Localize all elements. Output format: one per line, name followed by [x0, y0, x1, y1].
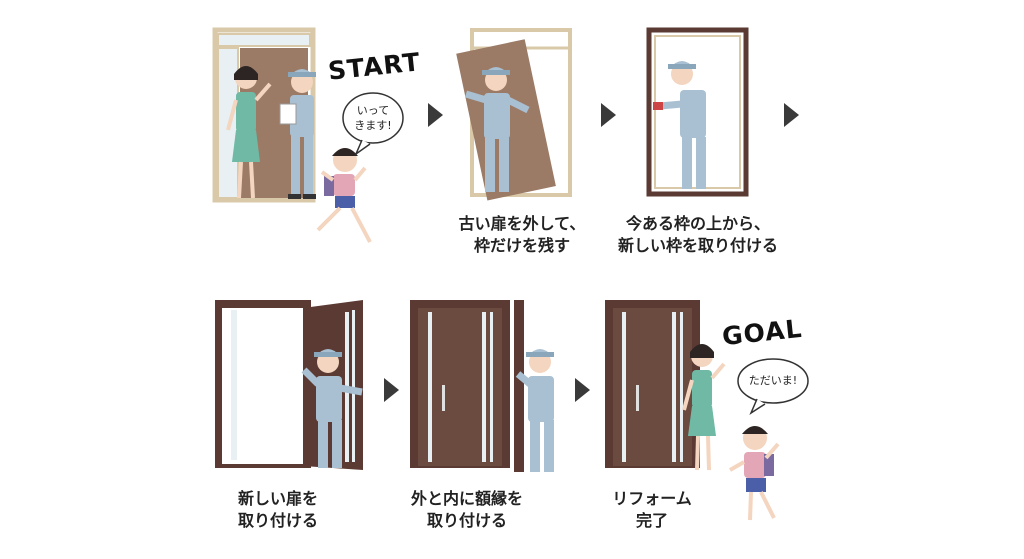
old-door-transom [217, 33, 311, 47]
caption-line: 新しい枠を取り付ける [617, 236, 778, 255]
worker-installing-door [301, 349, 363, 468]
bubble-start-line-1: いって [356, 104, 390, 117]
caption-line: 取り付ける [426, 511, 507, 530]
speech-bubble-start [342, 92, 404, 157]
speech-bubble-start-text: いって きます! [347, 103, 399, 133]
arrow-right-icon [601, 103, 616, 127]
step-caption-casing: 外と内に額縁を 取り付ける [397, 488, 537, 532]
speech-bubble-goal-text: ただいま! [748, 374, 798, 387]
arrow-right-icon [575, 378, 590, 402]
arrow-right-icon [428, 103, 443, 127]
casing-trim-piece [514, 300, 524, 472]
door-handle [442, 385, 445, 411]
worker-carrying-door [464, 67, 530, 192]
panel-step-remove-door [456, 28, 572, 201]
bubble-start-line-2: きます! [354, 119, 392, 132]
panel-goal [605, 300, 809, 521]
step-caption-new-door: 新しい扉を 取り付ける [218, 488, 338, 532]
child-figure-start [316, 148, 372, 243]
caption-line: 外と内に額縁を [410, 489, 523, 508]
panel-start [212, 27, 404, 243]
caption-line: 今ある枠の上から、 [625, 214, 770, 233]
child-figure-goal [729, 426, 780, 521]
woman-figure-goal [682, 344, 726, 471]
arrow-right-icon [384, 378, 399, 402]
caption-line: リフォーム [612, 489, 692, 508]
caption-line: 完了 [635, 511, 668, 530]
caption-line: 新しい扉を [237, 489, 318, 508]
panel-step-casing [410, 300, 554, 472]
caption-line: 取り付ける [237, 511, 318, 530]
door-handle [636, 385, 639, 411]
panel-step-new-door [215, 300, 363, 470]
step-caption-new-frame: 今ある枠の上から、 新しい枠を取り付ける [600, 213, 796, 257]
caption-line: 古い扉を外して、 [458, 214, 586, 233]
worker-installing-frame [653, 61, 706, 189]
arrow-right-icon [784, 103, 799, 127]
woman-figure [226, 66, 272, 199]
speech-bubble-goal [737, 358, 809, 415]
caption-line: 枠だけを残す [473, 236, 570, 255]
worker-figure [279, 69, 316, 199]
step-caption-remove-door: 古い扉を外して、 枠だけを残す [440, 213, 604, 257]
step-caption-complete: リフォーム 完了 [598, 488, 706, 532]
worker-installing-casing [515, 349, 554, 472]
panel-step-new-frame [646, 27, 749, 197]
